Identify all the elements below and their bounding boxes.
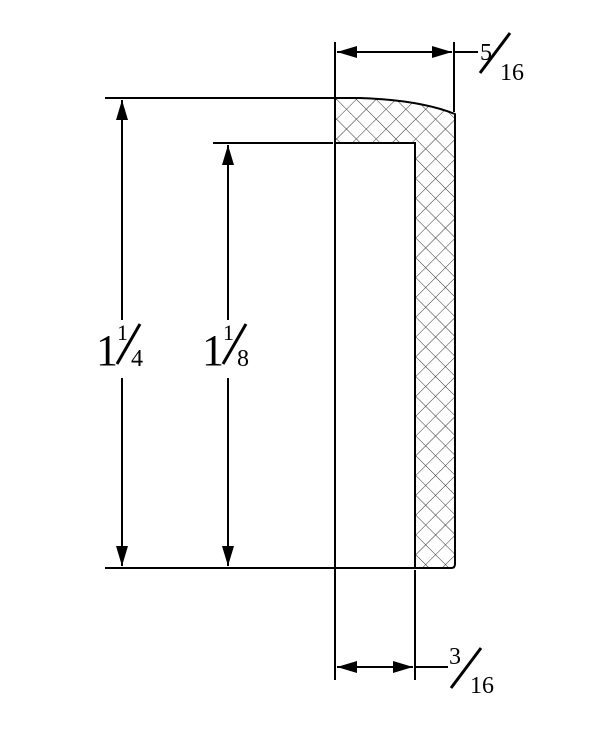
numerator: 5: [480, 40, 492, 66]
label-top-width: 5 16: [478, 32, 524, 86]
label-inner-height: 1 1 8: [202, 320, 249, 375]
whole: 1: [202, 326, 224, 375]
numerator: 3: [449, 644, 461, 670]
numerator: 1: [223, 320, 234, 345]
molding-profile: [334, 97, 456, 569]
extension-lines: [105, 42, 455, 680]
denominator: 16: [500, 60, 524, 86]
label-bottom-width: 3 16: [449, 644, 494, 699]
denominator: 16: [470, 673, 494, 699]
whole: 1: [96, 326, 118, 375]
denominator: 8: [237, 346, 249, 372]
label-outer-height: 1 1 4: [96, 320, 143, 375]
numerator: 1: [117, 320, 128, 345]
denominator: 4: [131, 346, 143, 372]
